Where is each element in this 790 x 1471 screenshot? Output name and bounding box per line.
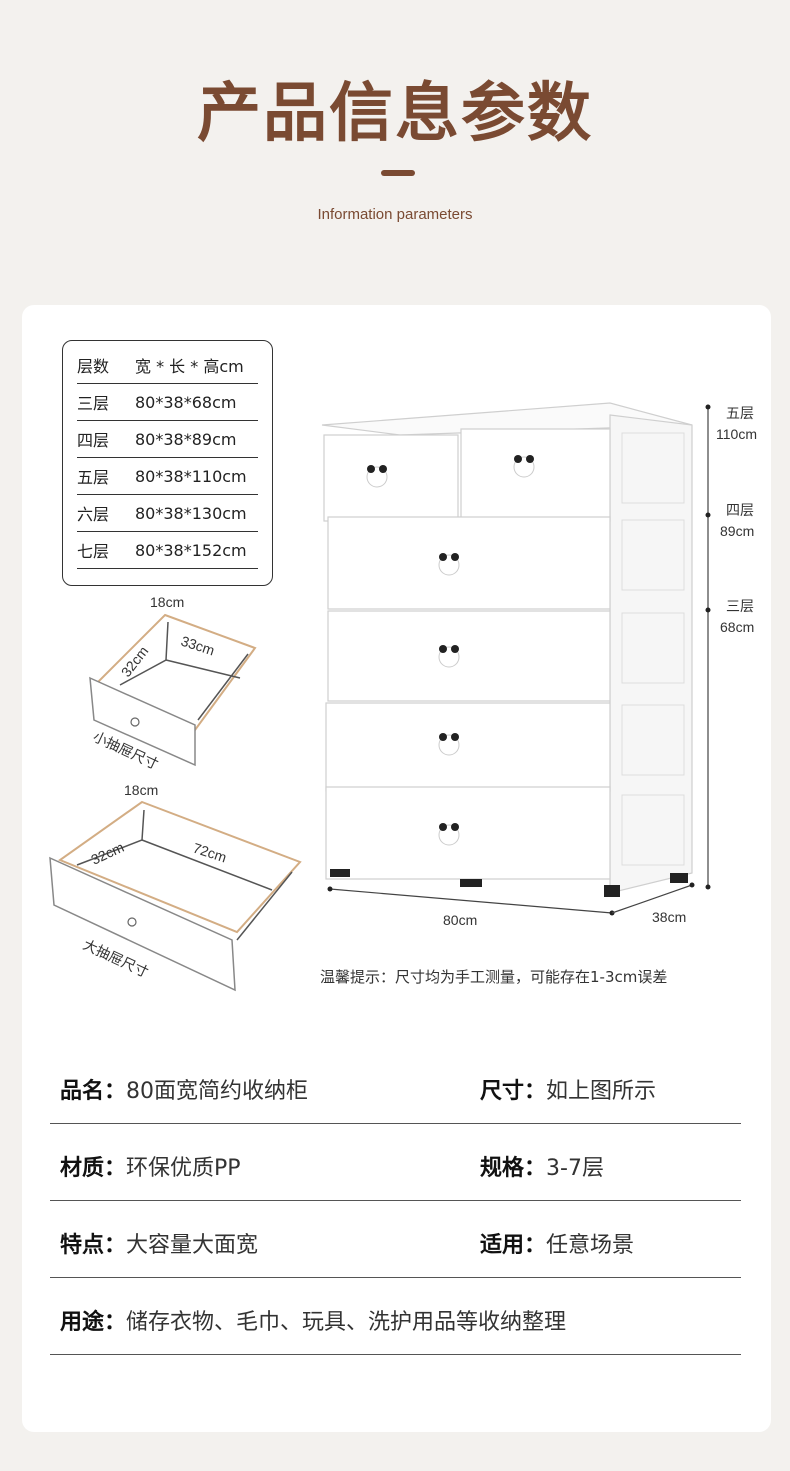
spec-row: 品名：80面宽简约收纳柜 尺寸：如上图所示 (50, 1047, 741, 1124)
drawer-rim (57, 800, 302, 934)
cabinet-diagram: 五层 110cm 四层 89cm 三层 68cm 80cm 38cm (321, 402, 757, 928)
drawer-5 (325, 786, 611, 880)
spec-row: 材质：环保优质PP 规格：3-7层 (50, 1124, 741, 1201)
spec-value: 储存衣物、毛巾、玩具、洗护用品等收纳整理 (126, 1310, 567, 1335)
table-row: 七层 80*38*152cm (77, 532, 258, 569)
bear-knob-icon (130, 717, 140, 727)
spec-key: 规格： (480, 1156, 547, 1181)
drawer-front (49, 856, 236, 992)
spec-key: 特点： (60, 1233, 127, 1258)
tier-cell: 五层 (77, 468, 110, 487)
tier-cell: 四层 (77, 431, 110, 450)
height-value-label: 110cm (716, 426, 757, 442)
bear-knob-icon (513, 455, 535, 478)
bear-knob-icon (438, 553, 460, 576)
table-row: 五层 80*38*110cm (77, 458, 258, 495)
page-subtitle: Information parameters (317, 206, 473, 223)
spec-value: 大容量大面宽 (126, 1233, 259, 1258)
table-row: 六层 80*38*130cm (77, 495, 258, 532)
spec-key: 尺寸： (480, 1079, 547, 1104)
height-tier-label: 三层 (726, 598, 754, 614)
spec-value: 如上图所示 (546, 1079, 657, 1104)
bear-knob-icon (438, 823, 460, 846)
spec-value: 80面宽简约收纳柜 (126, 1079, 309, 1104)
dimension-cell: 80*38*130cm (135, 503, 247, 523)
dimension-cell: 80*38*68cm (135, 392, 237, 412)
dimension-cell: 80*38*152cm (135, 540, 247, 560)
tier-cell: 六层 (77, 505, 110, 524)
large-drawer-diagram: 18cm 32cm 72cm 大抽屉尺寸 (49, 782, 302, 992)
page-title: 产品信息参数 (197, 77, 593, 151)
tier-cell: 七层 (77, 542, 110, 561)
bear-knob-icon (127, 917, 137, 927)
large-drawer-width-label: 18cm (124, 782, 158, 798)
height-tier-label: 四层 (726, 502, 754, 518)
drawer-front (89, 676, 196, 767)
dimension-cell: 80*38*110cm (135, 466, 247, 486)
tier-column-header: 层数 (77, 357, 110, 376)
large-drawer-depth-label: 32cm (89, 839, 127, 868)
title-divider (381, 170, 415, 176)
small-drawer-depth-label: 32cm (118, 643, 152, 680)
size-table: 层数 宽 * 长 * 高cm 三层 80*38*68cm 四层 80*38*89… (62, 340, 273, 586)
spec-row: 特点：大容量大面宽 适用：任意场景 (50, 1201, 741, 1278)
spec-key: 材质： (60, 1156, 127, 1181)
depth-label: 38cm (652, 909, 686, 925)
spec-value: 3-7层 (546, 1156, 604, 1181)
dimension-cell: 80*38*89cm (135, 429, 237, 449)
spec-key: 用途： (60, 1310, 127, 1335)
table-row: 四层 80*38*89cm (77, 421, 258, 458)
small-drawer-right (460, 428, 611, 522)
bear-knob-icon (366, 465, 388, 488)
height-value-label: 89cm (720, 523, 754, 539)
spec-value: 环保优质PP (126, 1156, 241, 1181)
size-table-header: 层数 宽 * 长 * 高cm (77, 347, 258, 384)
spec-value: 任意场景 (546, 1233, 635, 1258)
width-label: 80cm (443, 912, 477, 928)
small-drawer-left (323, 434, 459, 522)
height-value-label: 68cm (720, 619, 754, 635)
drawer-2 (327, 516, 611, 610)
spec-key: 品名： (60, 1079, 127, 1104)
small-drawer-width-label: 18cm (150, 594, 184, 610)
measurement-tip: 温馨提示：尺寸均为手工测量，可能存在1-3cm误差 (320, 968, 668, 986)
spec-key: 适用： (480, 1233, 547, 1258)
small-drawer-length-label: 33cm (179, 633, 217, 659)
drawer-4 (325, 702, 611, 792)
spec-row: 用途：储存衣物、毛巾、玩具、洗护用品等收纳整理 (50, 1278, 741, 1355)
tier-cell: 三层 (77, 394, 110, 413)
bear-knob-icon (438, 645, 460, 668)
dimension-column-header: 宽 * 长 * 高cm (135, 357, 244, 376)
height-tier-label: 五层 (726, 405, 754, 421)
table-row: 三层 80*38*68cm (77, 384, 258, 421)
small-drawer-diagram: 18cm 32cm 33cm 小抽屉尺寸 (89, 594, 257, 772)
drawer-3 (327, 610, 611, 702)
bear-knob-icon (438, 733, 460, 756)
